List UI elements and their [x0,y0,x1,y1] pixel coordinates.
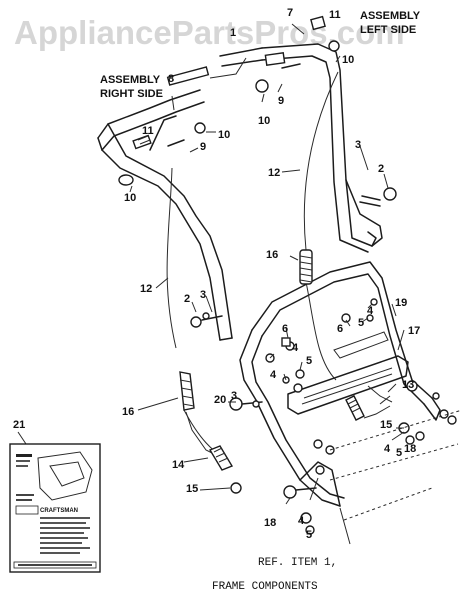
shift-plate [287,331,409,415]
callout-3-middle: 3 [200,289,206,301]
callout-16-lower: 16 [122,406,134,418]
callout-2-lower: 2 [184,293,190,305]
spring-lower [179,371,219,457]
callout-10-right-b: 10 [124,192,136,204]
callout-3-lower: 3 [231,390,237,402]
heading-left-side-line2: LEFT SIDE [360,24,416,36]
heading-right-side-line1: ASSEMBLY [100,74,161,86]
callout-12-right: 12 [140,283,152,295]
heading-left-side-line1: ASSEMBLY [360,10,421,22]
callout-19: 19 [395,297,407,309]
handle-right-side [97,89,233,341]
callout-7: 7 [287,7,293,19]
decal-21: 21 CRAFTSMAN [9,419,101,573]
hardware-bolts [190,187,457,535]
callout-11-left: 11 [329,9,341,21]
callout-4-d: 4 [384,443,391,455]
callout-20: 20 [214,394,226,406]
callout-2-upper: 2 [378,163,384,175]
callout-5-c: 5 [396,447,402,459]
callout-5-d: 5 [306,529,312,541]
callout-4-a: 4 [367,305,374,317]
callout-10-left-b: 10 [258,115,270,127]
top-crossbar [219,47,263,57]
callout-6-a: 6 [282,323,288,335]
diagram-title: FRAME COMPONENTS [212,581,318,593]
spring-13 [345,395,391,421]
callout-9-right: 9 [200,141,206,153]
cable-right [166,167,177,349]
callout-5-b: 5 [306,355,312,367]
spring-14 [208,445,234,471]
upper-leader [209,57,247,79]
callout-9-left: 9 [278,95,284,107]
callout-15-right: 15 [380,419,392,431]
callout-10-left-a: 10 [342,54,354,66]
callout-17: 17 [408,325,420,337]
ref-item-label: REF. ITEM 1, [258,557,337,569]
callout-8: 8 [168,73,174,85]
callout-15-left: 15 [186,483,198,495]
callout-10-right-a: 10 [218,129,230,141]
hardware-top-left [255,15,340,93]
decal-brand: CRAFTSMAN [40,508,78,514]
alignment-dashes [329,409,463,521]
hardware-right-side [118,66,210,186]
callout-13: 13 [402,379,414,391]
lower-frame [239,261,441,507]
callout-21: 21 [13,419,25,431]
callout-12-left: 12 [268,167,280,179]
callout-11-right: 11 [142,125,154,137]
callout-labels: 1 7 11 10 10 9 8 11 10 9 10 3 2 12 12 16… [122,7,420,541]
callout-14: 14 [172,459,185,471]
callout-1: 1 [230,27,236,39]
callout-18-right: 18 [404,443,416,455]
watermark-text: AppliancePartsPros.com [14,14,405,51]
leader-lines [129,23,405,545]
callout-3-upper: 3 [355,139,361,151]
heading-right-side-line2: RIGHT SIDE [100,88,163,100]
callout-4-c: 4 [270,369,277,381]
spring-upper [299,249,313,285]
callout-4-b: 4 [292,342,299,354]
handle-left-side [261,43,383,253]
callout-18-left: 18 [264,517,276,529]
callout-5-a: 5 [358,317,364,329]
callout-4-e: 4 [298,515,305,527]
cable-left [303,71,339,251]
callout-6-b: 6 [337,323,343,335]
callout-16-upper: 16 [266,249,278,261]
